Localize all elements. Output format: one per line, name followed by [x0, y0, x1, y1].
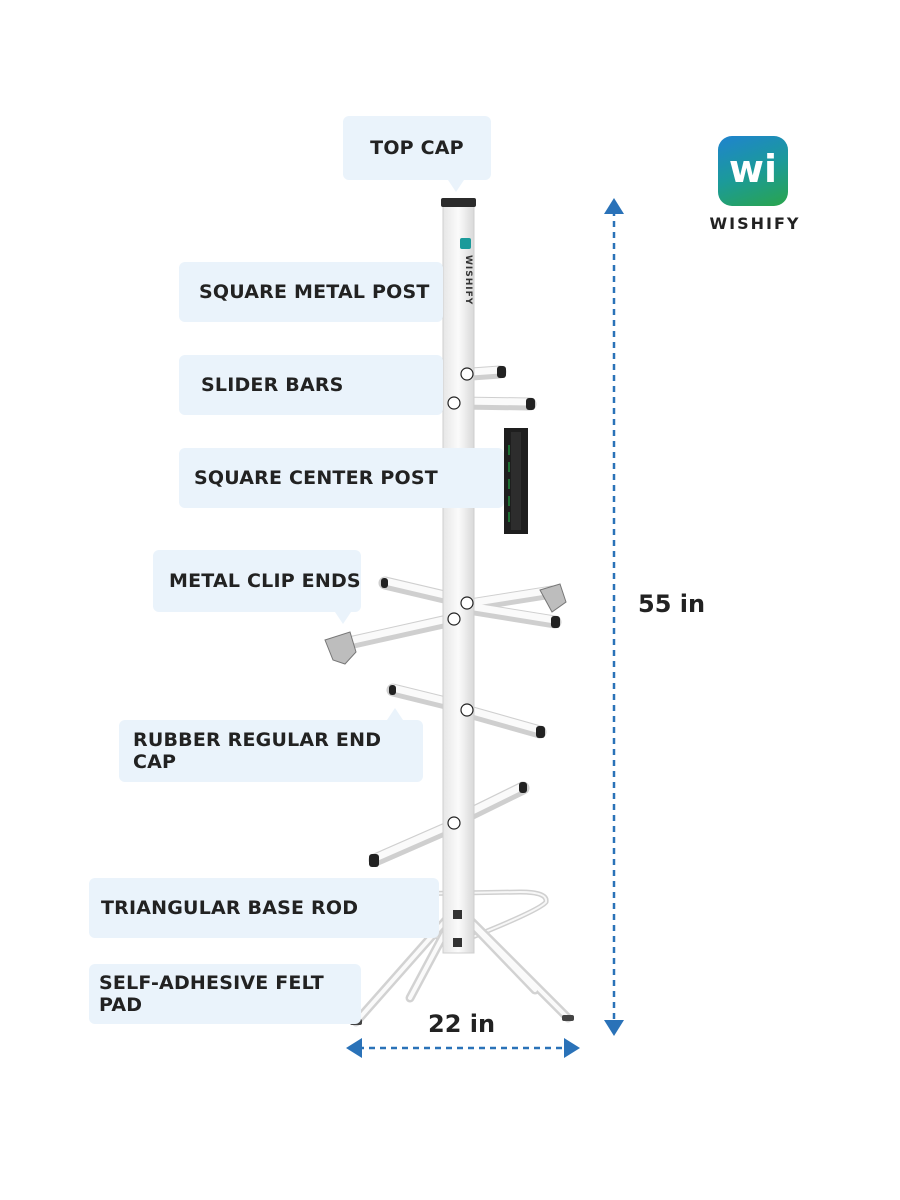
- label-metal-clip-ends: METAL CLIP ENDS: [153, 550, 361, 612]
- label-felt-pad: SELF-ADHESIVE FELT PAD: [89, 964, 361, 1024]
- brand-logo: wi: [718, 136, 788, 206]
- label-top-cap: TOP CAP: [343, 116, 491, 180]
- brand-name: WISHIFY: [709, 214, 801, 233]
- square-center-post-spare: [504, 428, 528, 534]
- top-cap: [441, 198, 476, 207]
- width-dimension-text: 22 in: [428, 1010, 496, 1038]
- metal-clips: [324, 583, 567, 665]
- label-slider-bars: SLIDER BARS: [179, 355, 443, 415]
- label-square-center-post: SQUARE CENTER POST: [179, 448, 504, 508]
- label-rubber-end-cap: RUBBER REGULAR END CAP: [119, 720, 423, 782]
- post-brand-text: WISHIFY: [463, 255, 473, 305]
- square-metal-post: [442, 202, 475, 954]
- logo-letters: wi: [728, 147, 778, 191]
- label-triangular-base-rod: TRIANGULAR BASE ROD: [89, 878, 439, 938]
- label-square-metal-post: SQUARE METAL POST: [179, 262, 443, 322]
- height-dimension-text: 55 in: [638, 590, 706, 618]
